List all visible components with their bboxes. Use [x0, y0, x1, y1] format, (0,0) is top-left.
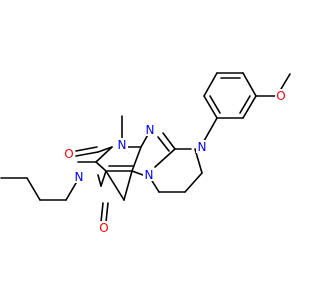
bond — [239, 95, 251, 114]
bond — [75, 151, 99, 157]
bond — [162, 132, 176, 150]
bond — [123, 170, 133, 201]
bond — [105, 202, 109, 223]
bond — [203, 72, 218, 97]
atom-o-carbonyl-upper: O — [64, 147, 73, 161]
bond — [97, 146, 113, 153]
bond — [100, 202, 104, 223]
atom-n-methyl: N — [118, 138, 127, 152]
bond — [280, 73, 291, 90]
atom-o-methoxy: O — [276, 89, 285, 103]
atom-n-imidazole: N — [146, 123, 155, 137]
bond — [209, 95, 221, 114]
bond — [131, 146, 142, 172]
bond — [131, 170, 144, 176]
bond — [95, 146, 113, 163]
bond — [100, 170, 107, 187]
bond — [203, 117, 218, 142]
molecule-canvas: N N N N N O O O — [0, 72, 291, 235]
structure-diagram: N N N N N O O O — [0, 72, 291, 235]
atom-n-imide: N — [75, 170, 84, 184]
bond — [242, 72, 257, 97]
bond — [75, 146, 98, 152]
bond — [95, 161, 107, 172]
bond — [97, 174, 102, 187]
bond — [154, 148, 176, 168]
bond — [105, 170, 125, 201]
bond — [242, 95, 257, 119]
bonds — [0, 72, 291, 223]
bond — [184, 172, 203, 193]
atom-labels: N N N N N O O O — [63, 89, 287, 235]
bond — [157, 136, 170, 152]
atom-n-aryl: N — [198, 140, 207, 154]
bond — [26, 177, 41, 201]
atom-o-carbonyl-lower: O — [99, 221, 108, 235]
atom-n-bridge: N — [145, 168, 154, 182]
bond — [203, 95, 218, 119]
